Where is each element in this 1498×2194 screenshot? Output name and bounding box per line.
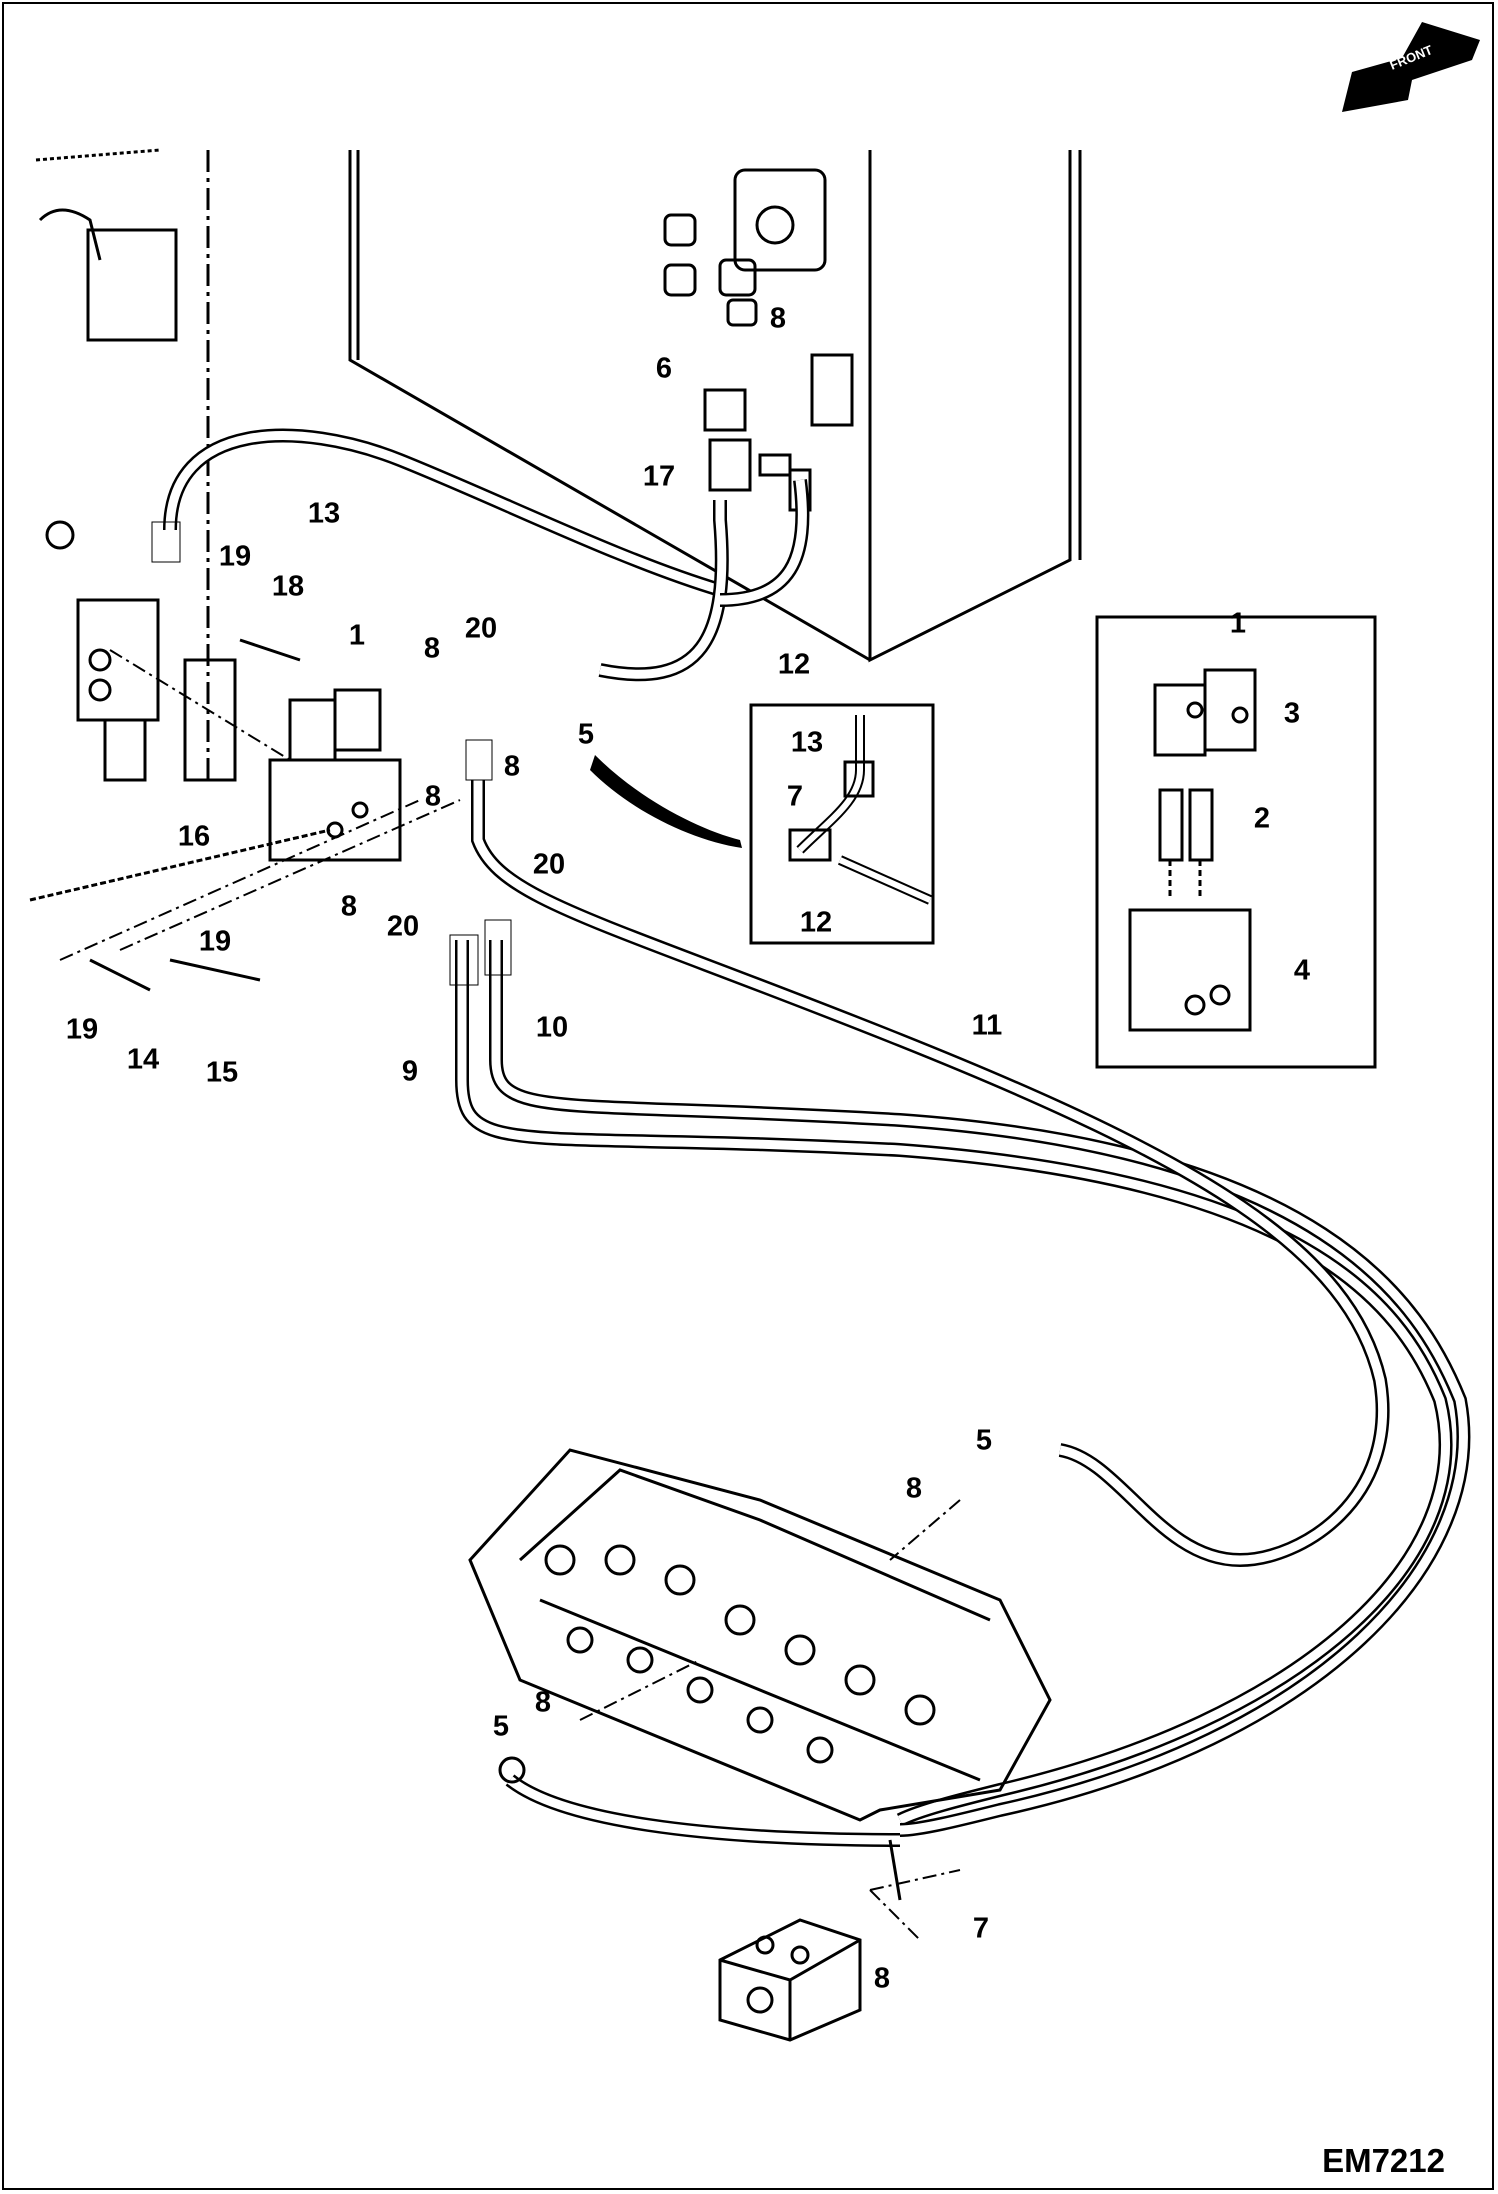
assembly-lines (59, 649, 961, 1941)
callout-8: 8 (424, 633, 440, 665)
callout-20: 20 (465, 613, 497, 645)
callout-10: 10 (536, 1012, 568, 1044)
callout-1: 1 (1230, 608, 1246, 640)
callout-4: 4 (1294, 955, 1310, 987)
main-control-valve (468, 1448, 1052, 1822)
callout-8: 8 (425, 781, 441, 813)
drawing-code: EM7212 (1322, 2142, 1445, 2179)
callout-20: 20 (387, 911, 419, 943)
callout-19: 19 (66, 1014, 98, 1046)
callout-11: 11 (972, 1010, 1003, 1042)
hoses-9-10-11 (449, 739, 1471, 1837)
callout-5: 5 (493, 1711, 509, 1743)
callout-8: 8 (770, 303, 786, 335)
callout-16: 16 (178, 821, 210, 853)
callout-18: 18 (272, 571, 304, 603)
callout-8: 8 (535, 1687, 551, 1719)
callout-3: 3 (1284, 698, 1300, 730)
hose-lower (498, 1756, 902, 1901)
callout-1: 1 (349, 620, 365, 652)
upper-fittings (663, 168, 854, 512)
callout-19: 19 (199, 926, 231, 958)
callout-13: 13 (308, 498, 340, 530)
callout-12: 12 (800, 907, 832, 939)
callout-19: 19 (219, 541, 251, 573)
callout-8: 8 (906, 1473, 922, 1505)
callout-7: 7 (973, 1913, 989, 1945)
callout-14: 14 (127, 1044, 159, 1076)
callout-2: 2 (1254, 803, 1270, 835)
callout-5: 5 (578, 719, 594, 751)
callout-5: 5 (976, 1425, 992, 1457)
callout-8: 8 (504, 751, 520, 783)
callout-9: 9 (402, 1056, 418, 1088)
callout-13: 13 (791, 727, 823, 759)
callout-7: 7 (787, 781, 803, 813)
bottom-manifold (718, 1918, 862, 2042)
pilot-valve-left (76, 598, 402, 992)
callout-12: 12 (778, 649, 810, 681)
callout-20: 20 (533, 849, 565, 881)
machine-frame (29, 148, 1082, 902)
detail-box-1 (1095, 615, 1377, 1069)
callout-8: 8 (341, 891, 357, 923)
detail-inset (590, 703, 935, 945)
callout-15: 15 (206, 1057, 238, 1089)
callout-8: 8 (874, 1963, 890, 1995)
hose-12 (598, 479, 810, 682)
front-arrow: FRONT (1342, 22, 1480, 112)
hose-13 (151, 428, 723, 597)
callout-17: 17 (643, 461, 675, 493)
callout-6: 6 (656, 353, 672, 385)
